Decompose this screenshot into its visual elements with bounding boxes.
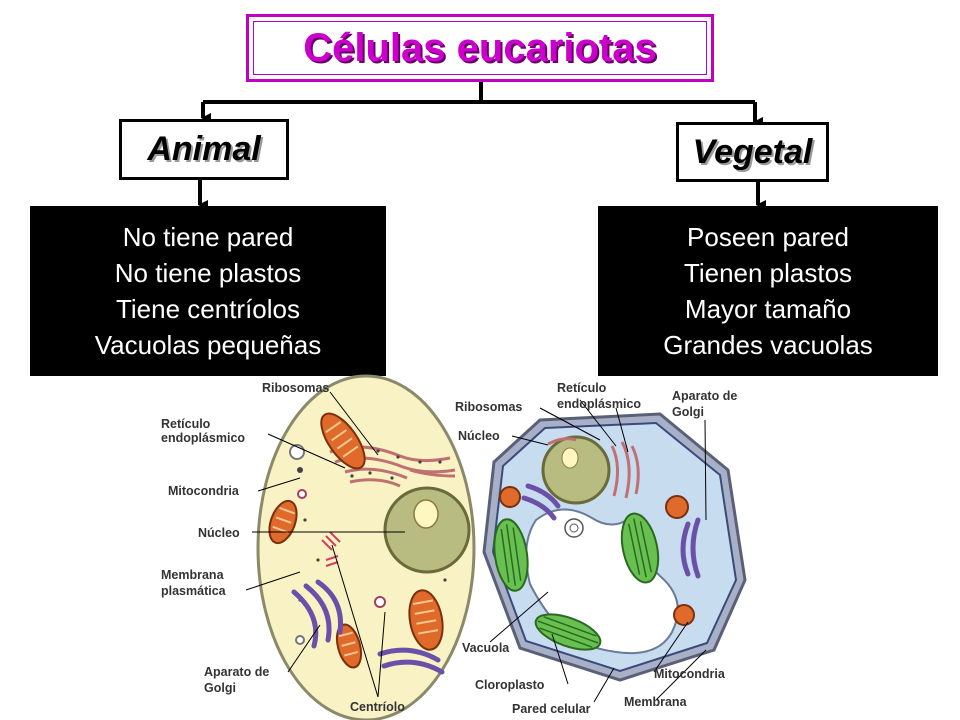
animal-pointer-lines [245, 391, 405, 698]
diagram-title: Células eucariotas [303, 25, 657, 70]
animal-feature: Vacuolas pequeñas [94, 330, 322, 360]
vegetal-features: Poseen pared Tienen plastos Mayor tamaño… [598, 206, 938, 376]
plant-er [547, 437, 640, 499]
plant-pointer-lines [489, 399, 707, 703]
label-plant-vacuola: Vacuola [462, 641, 510, 655]
label-animal-nucleo: Núcleo [198, 526, 240, 540]
label-animal-reticulo-2: endoplásmico [161, 431, 245, 445]
label-animal-ribosomas: Ribosomas [262, 381, 329, 395]
animal-feature: No tiene plastos [114, 258, 302, 288]
animal-feature: No tiene pared [122, 222, 294, 252]
label-plant-mitocondria: Mitocondria [654, 667, 726, 681]
label-animal-reticulo: Retículo [161, 417, 211, 431]
animal-golgi [291, 579, 445, 675]
animal-feature: Tiene centríolos [115, 294, 301, 324]
label-plant-pared: Pared celular [512, 702, 591, 716]
vegetal-feature: Mayor tamaño [684, 294, 852, 324]
vegetal-feature: Tienen plastos [683, 258, 853, 288]
label-plant-cloroplasto: Cloroplasto [475, 678, 545, 692]
label-animal-centriolo: Centríolo [350, 700, 405, 714]
plant-nucleolus [561, 447, 579, 469]
label-animal-membrana-2: plasmática [161, 584, 227, 598]
plant-part-labels: Ribosomas Retículo endoplásmico Aparato … [455, 381, 737, 716]
animal-part-labels: Ribosomas Retículo endoplásmico Mitocond… [161, 381, 405, 714]
plant-mitochondria [499, 486, 695, 626]
animal-mitochondria [268, 412, 444, 669]
label-plant-ribosomas: Ribosomas [455, 400, 522, 414]
label-plant-golgi: Aparato de [672, 389, 737, 403]
label-animal-golgi-2: Golgi [204, 681, 236, 695]
vegetal-feature: Grandes vacuolas [663, 330, 873, 360]
plant-vesicle [564, 518, 584, 538]
label-plant-membrana: Membrana [624, 695, 688, 709]
label-animal-mitocondria: Mitocondria [168, 484, 240, 498]
label-plant-reticulo-2: endoplásmico [557, 397, 641, 411]
plant-nucleus [541, 435, 611, 505]
label-plant-reticulo: Retículo [557, 381, 607, 395]
animal-nucleus [383, 486, 471, 574]
animal-label: Animal [147, 130, 261, 168]
vegetal-box: Vegetal [676, 122, 829, 182]
label-plant-golgi-2: Golgi [672, 405, 704, 419]
title-box: Células eucariotas [246, 14, 714, 82]
vegetal-label: Vegetal [692, 132, 813, 171]
plant-golgi [521, 483, 701, 579]
label-plant-nucleo: Núcleo [458, 429, 500, 443]
label-animal-membrana: Membrana [161, 568, 225, 582]
label-animal-golgi: Aparato de [204, 665, 269, 679]
vegetal-feature: Poseen pared [687, 222, 849, 252]
plant-chloroplasts [493, 512, 660, 651]
animal-box: Animal [119, 119, 289, 180]
animal-nucleolus [413, 499, 439, 529]
plant-cell [482, 412, 747, 682]
animal-features: No tiene pared No tiene plastos Tiene ce… [30, 206, 386, 376]
